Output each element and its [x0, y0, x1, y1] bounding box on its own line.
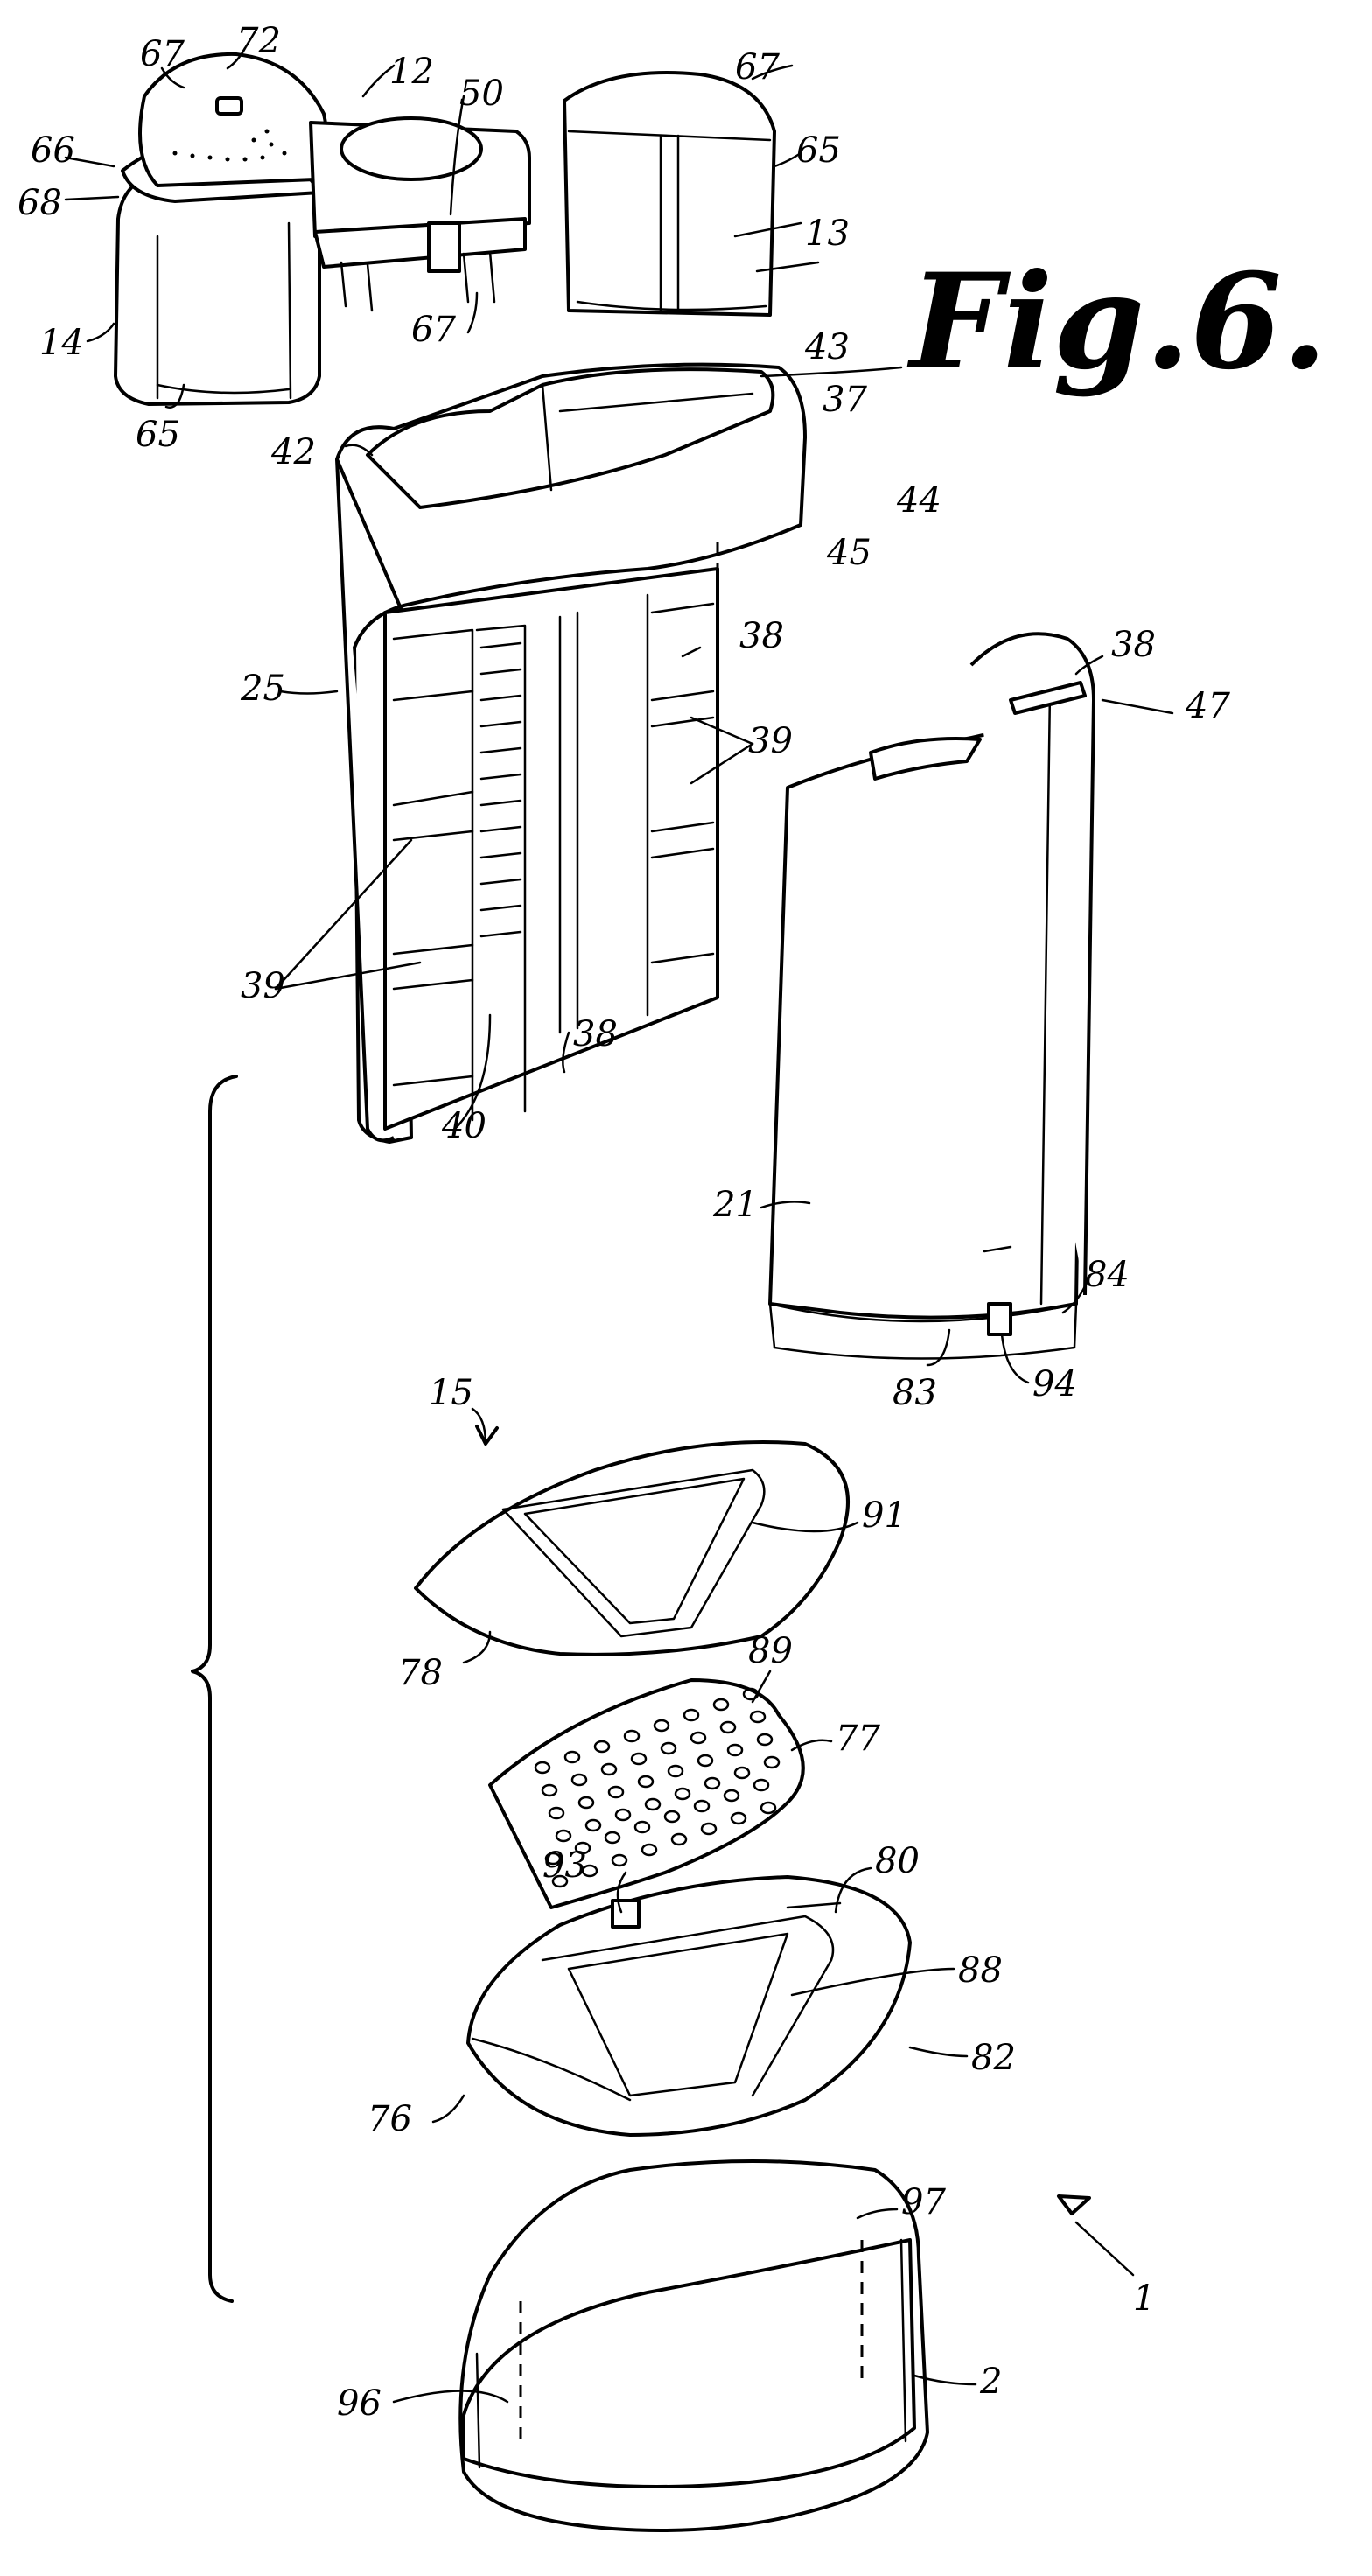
label-43: 43 — [804, 327, 850, 368]
label-14: 14 — [39, 323, 84, 363]
label-38a: 38 — [739, 616, 784, 656]
heater-block-12 — [311, 118, 529, 311]
housing-25 — [337, 365, 805, 1142]
shell-78 — [416, 1442, 848, 1655]
label-42: 42 — [270, 432, 316, 472]
label-80: 80 — [875, 1841, 920, 1881]
cartridge-13 — [564, 73, 774, 315]
plate-77 — [490, 1680, 803, 1908]
label-13: 13 — [805, 214, 850, 254]
label-89: 89 — [748, 1631, 793, 1671]
label-39a: 39 — [748, 721, 793, 761]
figure-title: Fig.6. — [906, 245, 1327, 399]
label-72: 72 — [236, 21, 281, 61]
label-39b: 39 — [241, 966, 285, 1006]
label-40: 40 — [441, 1106, 486, 1146]
label-97: 97 — [901, 2182, 946, 2222]
label-12: 12 — [389, 52, 434, 92]
label-38b: 38 — [573, 1014, 618, 1054]
label-68: 68 — [18, 183, 62, 223]
label-91: 91 — [862, 1495, 906, 1536]
label-84: 84 — [1085, 1255, 1130, 1295]
label-21: 21 — [712, 1185, 758, 1225]
label-2: 2 — [979, 2362, 1002, 2402]
label-83: 83 — [892, 1373, 937, 1413]
label-44: 44 — [896, 480, 942, 521]
arrow-1 — [1059, 2196, 1089, 2214]
label-65a: 65 — [796, 130, 841, 171]
label-50: 50 — [459, 74, 504, 114]
label-94: 94 — [1032, 1364, 1077, 1404]
label-1: 1 — [1133, 2278, 1155, 2319]
label-78: 78 — [398, 1653, 443, 1693]
label-77: 77 — [836, 1718, 880, 1759]
label-96: 96 — [337, 2384, 382, 2424]
label-25: 25 — [240, 668, 285, 709]
arrow-15 — [477, 1426, 497, 1444]
label-65b: 65 — [136, 415, 180, 455]
label-66: 66 — [31, 130, 75, 171]
label-88: 88 — [958, 1950, 1003, 1991]
label-67a: 67 — [140, 34, 185, 74]
label-67c: 67 — [735, 47, 780, 88]
label-67b: 67 — [411, 310, 456, 350]
label-82: 82 — [971, 2038, 1016, 2078]
shell-76 — [468, 1877, 910, 2135]
label-93: 93 — [542, 1845, 587, 1886]
base-2 — [460, 2161, 928, 2530]
label-15: 15 — [429, 1373, 473, 1413]
label-37: 37 — [822, 380, 867, 420]
label-47: 47 — [1185, 686, 1230, 726]
assembly-bracket — [192, 1076, 236, 2301]
label-45: 45 — [826, 533, 872, 573]
label-76: 76 — [368, 2099, 412, 2139]
cover-21 — [770, 634, 1094, 1358]
label-38c: 38 — [1111, 625, 1156, 665]
